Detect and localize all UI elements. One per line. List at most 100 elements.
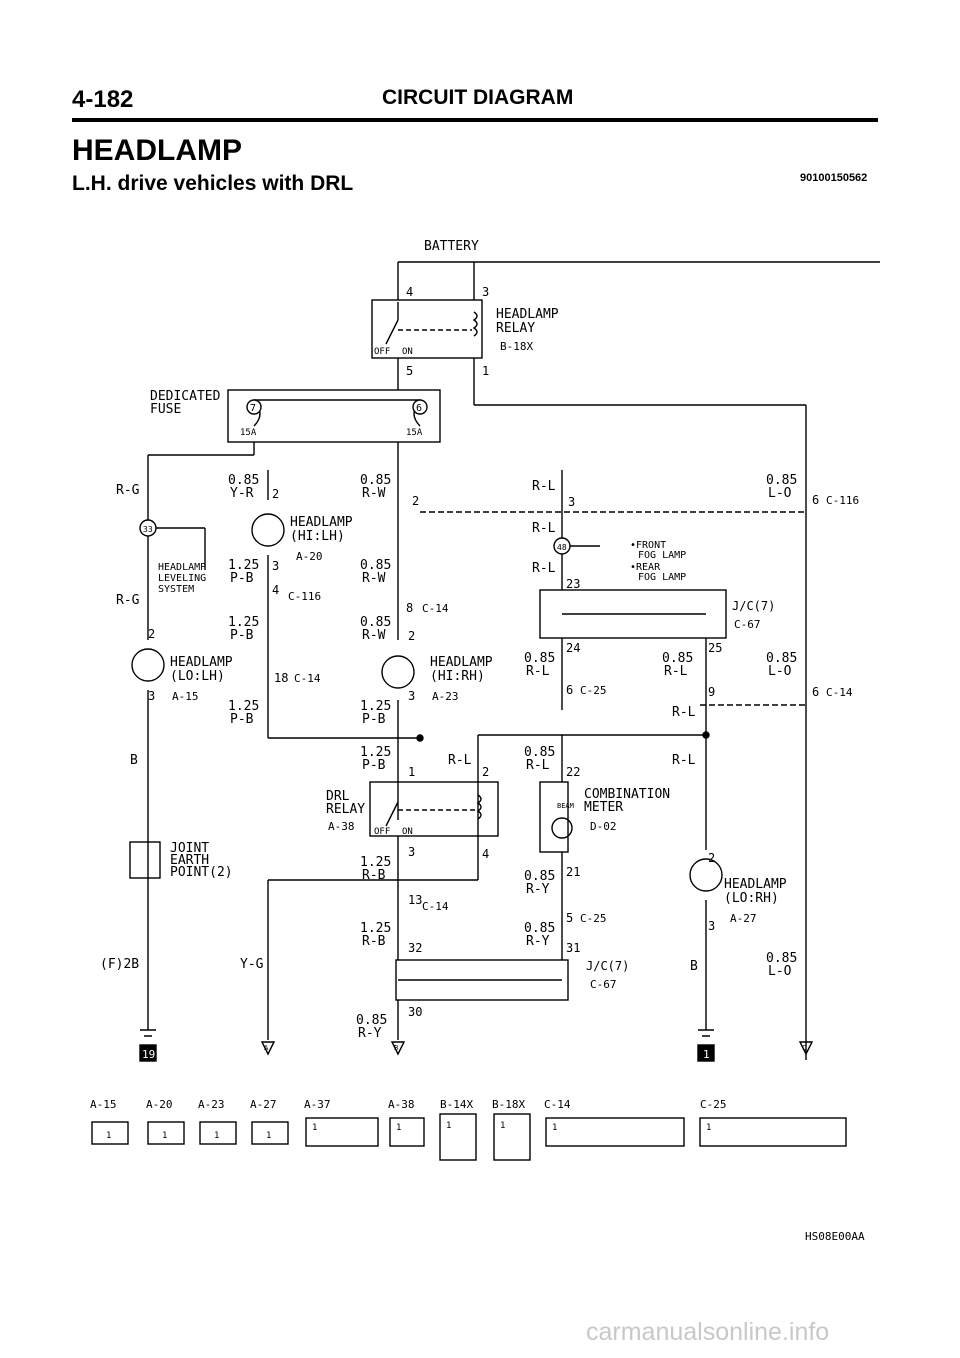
relay-label-2: RELAY [496,321,535,336]
section-title: CIRCUIT DIAGRAM [382,86,574,109]
relay-label-1: HEADLAMP [496,307,559,322]
beam-label: BEAM [557,802,574,810]
conn-c14c: C-14 [826,686,853,699]
wire-125rb2-b: R-B [362,934,386,949]
hl-hi-rh-1: HEADLAMP [430,655,493,670]
jc-a-conn: C-67 [734,618,761,631]
fog-front-2: FOG LAMP [638,550,686,561]
relay-pin3: 3 [482,285,489,299]
wire-085yr-b: Y-R [230,486,254,501]
jc-a: J/C(7) [732,599,775,613]
pin-3b: 3 [272,559,279,573]
c14-pins: 1 [552,1123,557,1133]
hl-lo-rh-conn: A-27 [730,912,757,925]
pin-3d: 3 [408,689,415,703]
wire-085ry2-b: R-Y [526,934,550,949]
off-page-a: A [264,1044,269,1052]
pin-2d: 2 [408,629,415,643]
wire-085ry3-a: 0.85 [356,1013,387,1028]
page-title: HEADLAMP [72,134,242,167]
fuse-amp-1: 15A [240,428,257,438]
conn-label-c25: C-25 [700,1098,727,1111]
f2b-label: (F)2B [100,957,139,972]
wire-125pb-b: P-B [230,571,254,586]
fuse-7: 7 [250,403,256,414]
pin-25: 25 [708,641,722,655]
conn-c25a: C-25 [580,684,607,697]
a20-pins: 1 [162,1131,167,1141]
wire-rg-1: R-G [116,483,140,498]
pin-21: 21 [566,865,580,879]
wire-125pb3-a: 1.25 [228,699,259,714]
wire-125pb4-b: P-B [362,712,386,727]
pin-13: 13 [408,893,422,907]
off-page-b: B [394,1044,398,1052]
c25-pins: 1 [706,1123,711,1133]
jc-b-conn: C-67 [590,978,617,991]
pin-6c: 6 [812,685,819,699]
wire-085lo3-a: 0.85 [766,951,797,966]
conn-c14b: C-14 [294,672,321,685]
document-number: 90100150562 [800,172,868,184]
fog-front-1: •FRONT [630,540,666,551]
wire-rg-2: R-G [116,593,140,608]
drl-1: DRL [326,789,350,804]
fuse-6: 6 [416,403,422,414]
conn-label-a15: A-15 [90,1098,117,1111]
wire-085rw-b: R-W [362,486,386,501]
pin-23: 23 [566,577,580,591]
hl-lo-rh-1: HEADLAMP [724,877,787,892]
pin-30: 30 [408,1005,422,1019]
relay-off: OFF [374,347,390,357]
fog-rear-1: •REAR [630,562,661,573]
ground-19: 19 [142,1048,155,1061]
hl-lo-lh-conn: A-15 [172,690,199,703]
conn-label-c14: C-14 [544,1098,571,1111]
hl-hi-lh-2: (HI:LH) [290,529,345,544]
wire-085lo-b: L-O [768,486,792,501]
leveling-2: LEVELING [158,573,206,584]
hl-hi-rh-conn: A-23 [432,690,459,703]
hl-hi-lh-1: HEADLAMP [290,515,353,530]
fuse-label-2: FUSE [150,402,181,417]
ground-1: 1 [703,1048,710,1061]
wire-rl-3: R-L [532,561,556,576]
wire-125pb2-a: 1.25 [228,615,259,630]
pin-2e: 2 [482,765,489,779]
wire-125pb5-b: P-B [362,758,386,773]
page-subtitle: L.H. drive vehicles with DRL [72,172,354,195]
node-33: 33 [143,525,153,534]
wire-125rb-a: 1.25 [360,855,391,870]
wire-085rw3-a: 0.85 [360,615,391,630]
pin-18: 18 [274,671,288,685]
wire-085yr-a: 0.85 [228,473,259,488]
pin-2c: 2 [148,627,155,641]
conn-label-b18x: B-18X [492,1098,525,1111]
a23-pins: 1 [214,1131,219,1141]
wire-085rl2-a: 0.85 [662,651,693,666]
hl-lo-lh-2: (LO:LH) [170,669,225,684]
pin-9: 9 [708,685,715,699]
joint-earth-2: EARTH [170,853,209,868]
jc-b: J/C(7) [586,959,629,973]
wire-085rw3-b: R-W [362,628,386,643]
wire-085rw2-b: R-W [362,571,386,586]
wire-085ry3-b: R-Y [358,1026,382,1041]
pin-32: 32 [408,941,422,955]
drl-2: RELAY [326,802,365,817]
pin-4a: 4 [272,583,279,597]
wire-yg: Y-G [240,957,264,972]
node-48: 48 [557,543,567,552]
wire-rl-5: R-L [448,753,472,768]
wire-085rl2-b: R-L [664,664,688,679]
wire-125pb2-b: P-B [230,628,254,643]
pin-2a: 2 [272,487,279,501]
wire-rl-2: R-L [532,521,556,536]
wire-085rl3-b: R-L [526,758,550,773]
joint-earth-3: POINT(2) [170,865,233,880]
fog-rear-2: FOG LAMP [638,572,686,583]
pin-22: 22 [566,765,580,779]
conn-label-a27: A-27 [250,1098,277,1111]
header-rule [72,118,878,122]
